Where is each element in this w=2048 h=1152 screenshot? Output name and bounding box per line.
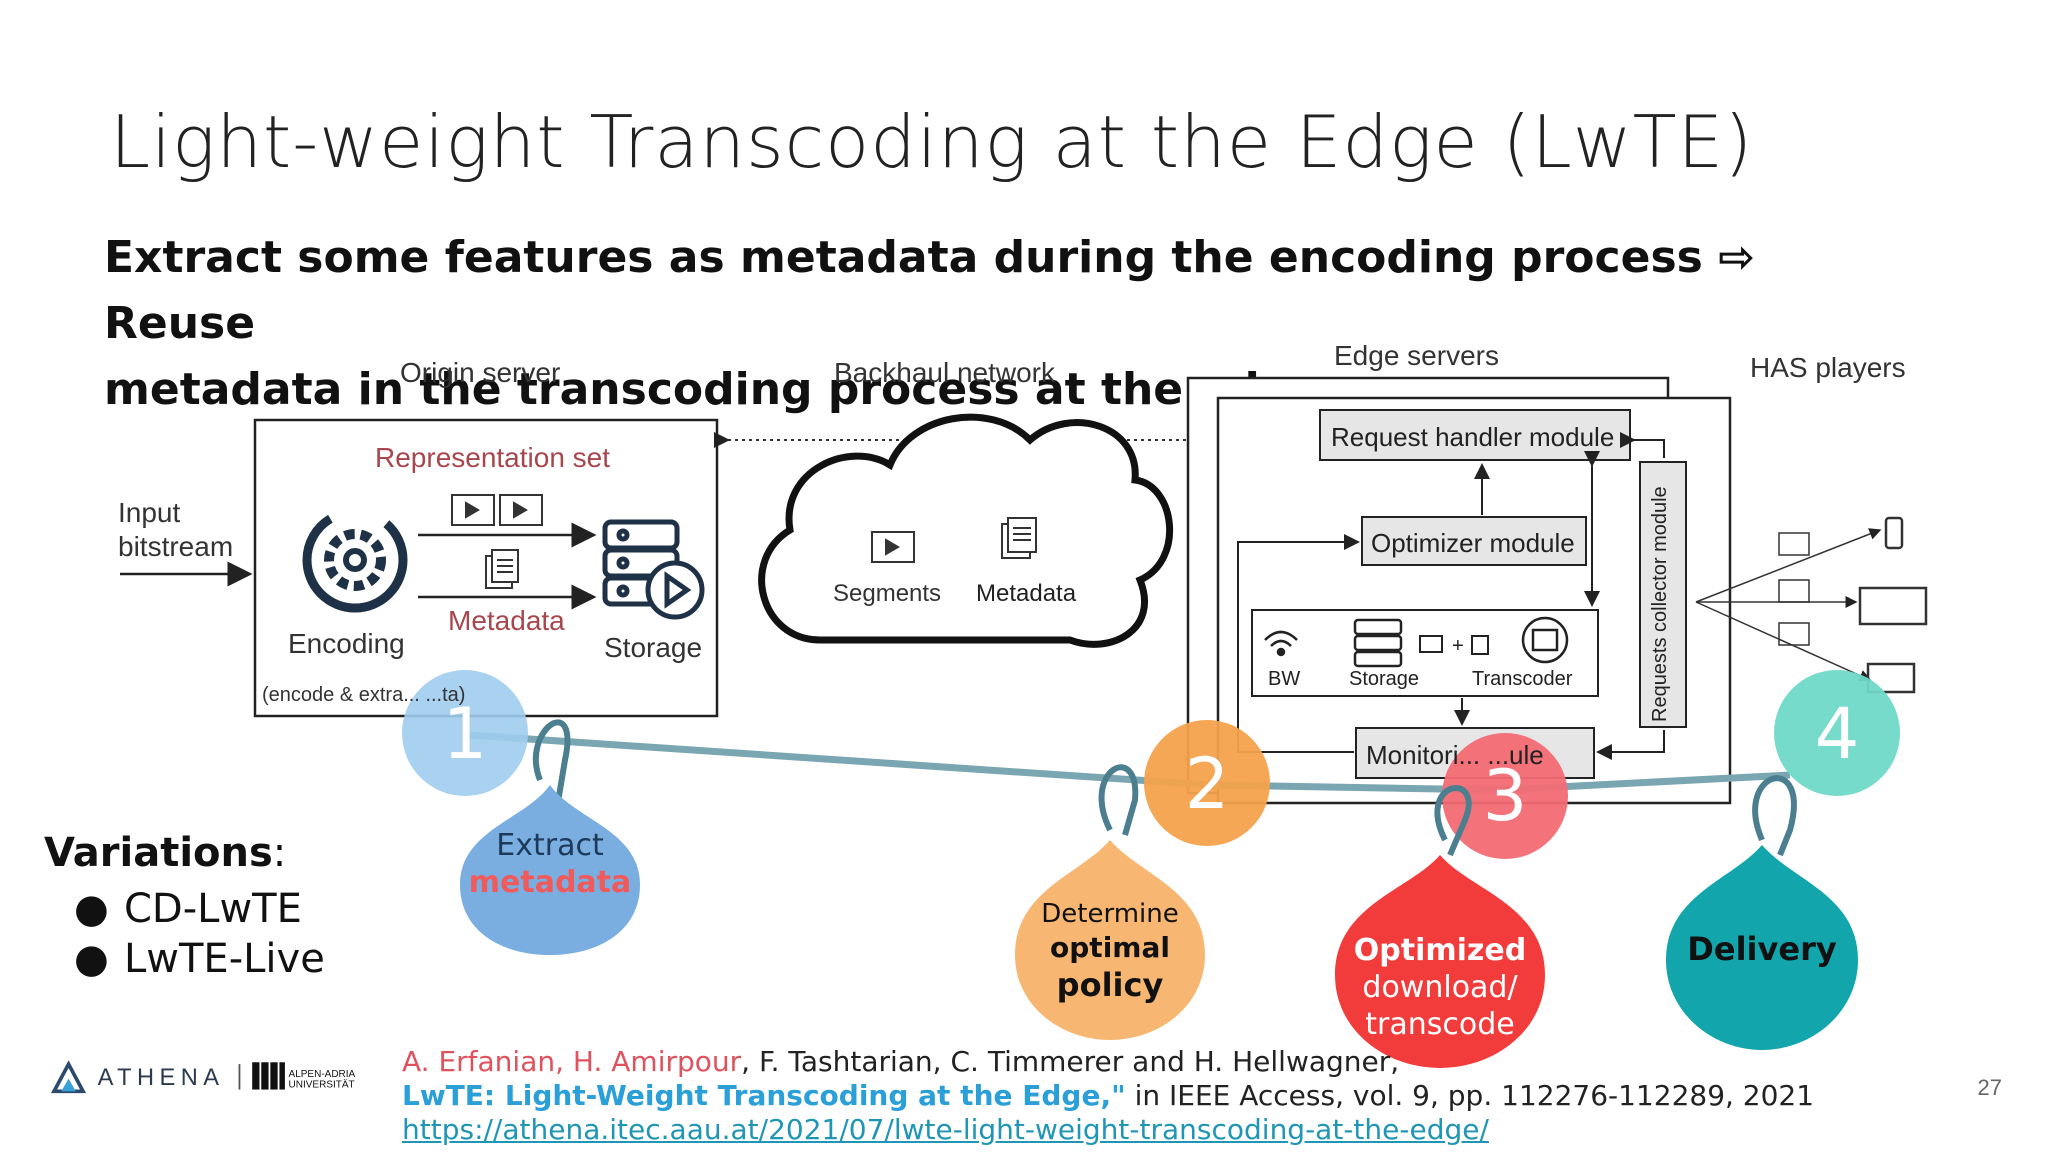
encode-note-label: (encode & extra... ...ta) — [262, 684, 466, 706]
requests-collector-label: Requests collector module — [1649, 486, 1671, 722]
reference-authors-highlight: A. Erfanian, H. Amirpour — [402, 1045, 742, 1078]
aau-name-line-1: ALPEN-ADRIA — [289, 1069, 356, 1080]
variations-list: ● CD-LwTE ● LwTE-Live — [44, 884, 325, 984]
segments-label: Segments — [833, 580, 942, 607]
variation-item: ● CD-LwTE — [44, 884, 325, 934]
step-4-circle — [1774, 670, 1900, 796]
bw-wifi-icon — [1264, 630, 1298, 657]
aau-name-line-2: UNIVERSITÄT — [289, 1079, 355, 1091]
encoding-gear-icon — [302, 507, 408, 613]
representation-set-label: Representation set — [375, 442, 611, 473]
variations-section: Variations: ● CD-LwTE ● LwTE-Live — [44, 830, 325, 984]
edge-storage-icon — [1353, 618, 1403, 668]
step-2-line-2: optimal — [1050, 931, 1170, 964]
step-1-circle — [402, 670, 528, 796]
backhaul-network-label: Backhaul network — [834, 357, 1056, 388]
bullet-icon: ● — [74, 936, 109, 982]
input-bitstream-label: Input bitstream — [118, 496, 233, 564]
requests-collector-box — [1639, 461, 1687, 728]
has-players-group — [1695, 516, 1928, 694]
segments-film-icon — [871, 531, 915, 563]
monitoring-label: Monitori... ...ule — [1366, 740, 1544, 770]
step-3-line-3: transcode — [1365, 1007, 1514, 1042]
metadata-document-icon — [485, 549, 519, 589]
step-3-line-1: Optimized — [1354, 933, 1526, 968]
athena-logo-icon — [50, 1060, 87, 1094]
step-4-drop — [1666, 845, 1858, 1050]
reference-title: LwTE: Light-Weight Transcoding at the Ed… — [402, 1079, 1126, 1112]
request-handler-box — [1319, 409, 1631, 461]
step-3-line-2: download/ — [1362, 970, 1518, 1005]
step-2-line-3: policy — [1057, 966, 1164, 1004]
edge-servers-label: Edge servers — [1334, 340, 1499, 371]
svg-text:+: + — [1452, 635, 1464, 657]
subtitle-line-2: metadata in the transcoding process at t… — [104, 364, 1322, 415]
step-3-circle — [1442, 733, 1568, 859]
footer-logos: ATHENA ALPEN-ADRIA UNIVERSITÄT — [50, 1060, 356, 1094]
cloud-metadata-label: Metadata — [976, 580, 1077, 607]
reference-authors-rest: , F. Tashtarian, C. Timmerer and H. Hell… — [741, 1045, 1400, 1078]
input-label-line-2: bitstream — [118, 531, 234, 562]
has-players-label: HAS players — [1750, 352, 1906, 383]
step-1-drop — [460, 785, 640, 955]
bullet-icon: ● — [74, 886, 109, 932]
bw-label: BW — [1268, 668, 1301, 690]
storage-database-icon — [602, 519, 705, 620]
steps-connector-line — [469, 731, 1791, 794]
origin-storage-label: Storage — [604, 632, 703, 663]
backhaul-cloud — [758, 413, 1174, 648]
transcoder-label: Transcoder — [1472, 668, 1573, 690]
variation-item: ● LwTE-Live — [44, 934, 325, 984]
request-handler-label: Request handler module — [1331, 422, 1615, 452]
reference-venue: in IEEE Access, vol. 9, pp. 112276-11228… — [1125, 1079, 1815, 1112]
step-2-circle — [1144, 720, 1270, 846]
variation-label: LwTE-Live — [124, 936, 325, 982]
aau-logo-icon — [252, 1062, 285, 1090]
slide-title: Light-weight Transcoding at the Edge (Lw… — [110, 100, 1754, 184]
step-1-line-1: Extract — [496, 828, 604, 863]
page-number: 27 — [1977, 1075, 2002, 1100]
slide-subtitle: Extract some features as metadata during… — [104, 225, 1904, 423]
subtitle-line-1: Extract some features as metadata during… — [104, 232, 1756, 349]
origin-server-label: Origin server — [400, 357, 561, 388]
step-4-number: 4 — [1815, 693, 1860, 775]
transcoder-icon — [1521, 616, 1569, 664]
step-1-line-2: metadata — [469, 865, 632, 900]
reference-link[interactable]: https://athena.itec.aau.at/2021/07/lwte-… — [402, 1113, 1489, 1146]
step-2-line-1: Determine — [1041, 899, 1178, 929]
step-3-drop — [1335, 855, 1545, 1068]
edge-storage-label: Storage — [1349, 668, 1420, 690]
variation-label: CD-LwTE — [124, 886, 302, 932]
optimizer-box — [1361, 516, 1587, 566]
athena-wordmark: ATHENA — [98, 1065, 225, 1091]
step-1-number: 1 — [443, 693, 488, 775]
step-4-line-1: Delivery — [1687, 930, 1837, 968]
drop-hooks — [532, 719, 1797, 857]
optimizer-label: Optimizer module — [1371, 528, 1575, 558]
step-2-drop — [1015, 840, 1205, 1040]
variations-heading: Variations — [44, 830, 273, 876]
variations-colon: : — [272, 830, 287, 876]
representation-film-icon — [451, 494, 543, 526]
input-label-line-1: Input — [118, 497, 181, 528]
edge-internal-arrows — [1237, 432, 1665, 760]
paper-reference: A. Erfanian, H. Amirpour, F. Tashtarian,… — [402, 1045, 1814, 1147]
origin-metadata-label: Metadata — [448, 605, 565, 636]
film-plus-doc-icon: + — [1419, 635, 1489, 657]
step-3-number: 3 — [1483, 755, 1528, 837]
cloud-metadata-icon — [1001, 517, 1037, 559]
encoding-label: Encoding — [288, 628, 405, 659]
step-2-number: 2 — [1185, 743, 1230, 825]
